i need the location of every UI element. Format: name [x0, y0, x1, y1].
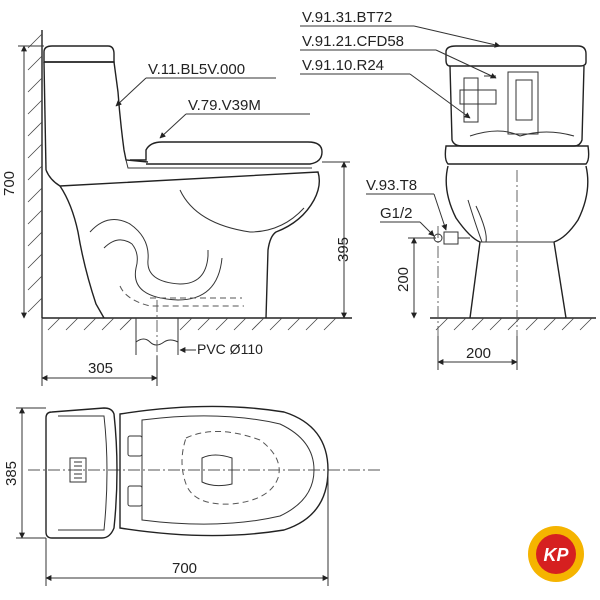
- dim-inlet-height-200: 200: [395, 237, 436, 319]
- callout-tank-lid: V.91.31.BT72: [300, 9, 501, 48]
- callout-thread: G1/2: [380, 205, 435, 237]
- floor-hatch: [47, 317, 337, 331]
- dim-395-label: 395: [335, 237, 352, 262]
- seat-lid: [130, 141, 323, 165]
- side-view: 700 395 305 PVC Ø110 V.11.BL5V.000: [1, 30, 352, 386]
- hinge-lower: [127, 485, 143, 507]
- top-view: 385 700: [3, 405, 380, 586]
- front-floor-hatch: [435, 317, 593, 331]
- dim-top-700-label: 700: [172, 560, 197, 577]
- wall-hatch: [27, 33, 43, 313]
- flush-button: [69, 457, 87, 483]
- front-bowl: [445, 165, 589, 336]
- dim-depth-305: 305: [41, 318, 158, 386]
- dim-seat-395: 395: [322, 161, 352, 319]
- dim-height-700: 700: [1, 45, 44, 319]
- top-tank: [45, 407, 118, 539]
- part-angle-valve-label: V.93.T8: [366, 177, 417, 194]
- pvc-label: PVC Ø110: [197, 341, 263, 357]
- dim-front-200-vertical-label: 200: [395, 267, 412, 292]
- callout-fill-valve: V.91.10.R24: [300, 57, 471, 119]
- part-flush-valve-label: V.91.21.CFD58: [302, 33, 404, 50]
- dim-length-700: 700: [45, 470, 329, 586]
- callout-flush-valve: V.91.21.CFD58: [300, 33, 497, 79]
- hinge-upper: [127, 435, 143, 457]
- part-seat-label: V.79.V39M: [188, 97, 261, 114]
- callout-body: V.11.BL5V.000: [115, 61, 276, 107]
- toilet-side-body: [43, 45, 323, 364]
- front-view: 200 200 V.91.31.BT72 V.91.21.CFD58 V.91.…: [300, 9, 596, 370]
- part-thread-label: G1/2: [380, 205, 413, 222]
- dim-305-label: 305: [88, 360, 113, 377]
- part-body-label: V.11.BL5V.000: [148, 61, 245, 78]
- dim-width-385: 385: [3, 407, 46, 539]
- dim-front-200-horizontal-label: 200: [466, 345, 491, 362]
- logo-text: KP: [543, 545, 569, 565]
- callout-angle-valve: V.93.T8: [366, 177, 448, 231]
- front-tank: [444, 45, 590, 165]
- pvc-callout: PVC Ø110: [179, 341, 263, 357]
- part-fill-valve-label: V.91.10.R24: [302, 57, 384, 74]
- dim-385-label: 385: [3, 461, 20, 486]
- dim-inlet-offset-200: 200: [437, 336, 518, 370]
- part-tank-lid-label: V.91.31.BT72: [302, 9, 392, 26]
- brand-logo: KP: [528, 526, 584, 582]
- dim-700-label: 700: [1, 171, 18, 196]
- callout-seat: V.79.V39M: [159, 97, 310, 139]
- logo-inner: [536, 534, 576, 574]
- top-seat: [119, 405, 329, 537]
